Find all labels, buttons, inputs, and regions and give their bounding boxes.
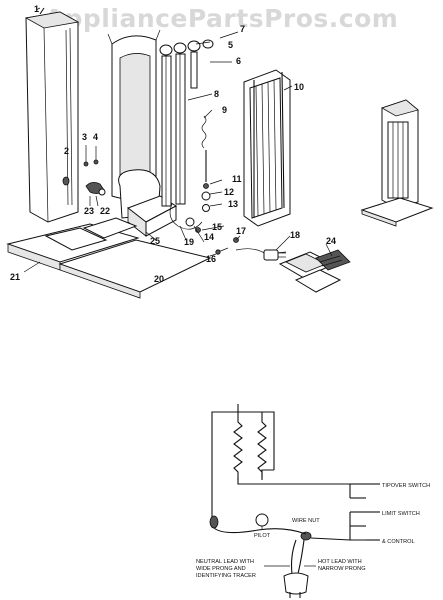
label-wire-nut: WIRE NUT: [292, 518, 320, 524]
callout-15: 15: [212, 222, 222, 232]
part-9-spring: [201, 115, 211, 212]
callout-16: 16: [206, 254, 216, 264]
callout-7: 7: [240, 24, 245, 34]
label-hot-lead-2: NARROW PRONG: [318, 566, 366, 572]
part-24-literature: [278, 249, 351, 293]
part-18-power-cord: [235, 248, 287, 261]
pilot-light: [255, 513, 269, 527]
power-plug: [283, 572, 309, 595]
callout-22: 22: [100, 206, 110, 216]
callout-2: 2: [64, 146, 69, 156]
blower-housing: [118, 169, 177, 237]
label-limit-switch: LIMIT SWITCH: [382, 511, 420, 517]
callout-3: 3: [82, 132, 87, 142]
callout-25: 25: [150, 236, 160, 246]
callout-21: 21: [10, 272, 20, 282]
label-neutral-lead-3: IDENTIFYING TRACER: [196, 573, 256, 579]
callout-8: 8: [214, 89, 219, 99]
callouts: 1 2 3 4 5 6 7 8 9 10 11 12 13 14 15 16 1…: [10, 4, 336, 284]
part-22-23-bracket: [85, 182, 106, 196]
label-pilot: PILOT: [254, 533, 271, 539]
callout-9: 9: [222, 105, 227, 115]
callout-13: 13: [228, 199, 238, 209]
callout-23: 23: [84, 206, 94, 216]
wire-nut: [300, 531, 312, 541]
part-8-heating-elements: [159, 39, 214, 207]
callout-6: 6: [236, 56, 241, 66]
fasteners-2-3-4: [62, 145, 99, 186]
part-10-grille: [243, 69, 291, 227]
leader-lines: [23, 7, 333, 273]
label-hot-lead-1: HOT LEAD WITH: [318, 559, 362, 565]
callout-1: 1: [34, 4, 39, 14]
wiring-schematic: [209, 404, 380, 598]
callout-5: 5: [228, 40, 233, 50]
callout-20: 20: [154, 274, 164, 284]
callout-19: 19: [184, 237, 194, 247]
label-neutral-lead-2: WIDE PRONG AND: [196, 566, 246, 572]
part-16-17: [215, 237, 239, 255]
label-neutral-lead-1: NEUTRAL LEAD WITH: [196, 559, 254, 565]
callout-18: 18: [290, 230, 300, 240]
label-control: & CONTROL: [382, 539, 415, 545]
callout-4: 4: [93, 132, 98, 142]
callout-11: 11: [232, 174, 242, 184]
callout-12: 12: [224, 187, 234, 197]
callout-24: 24: [326, 236, 336, 246]
part-14-15-19-wiring: [169, 203, 203, 233]
part-1-cabinet: [24, 7, 80, 223]
label-tipover-switch: TIPOVER SWITCH: [382, 483, 430, 489]
callout-10: 10: [294, 82, 304, 92]
assembled-heater: [360, 99, 434, 227]
part-20-21-base: [6, 217, 212, 299]
wiring-labels: TIPOVER SWITCH LIMIT SWITCH & CONTROL WI…: [196, 483, 430, 579]
callout-14: 14: [204, 232, 214, 242]
callout-17: 17: [236, 226, 246, 236]
